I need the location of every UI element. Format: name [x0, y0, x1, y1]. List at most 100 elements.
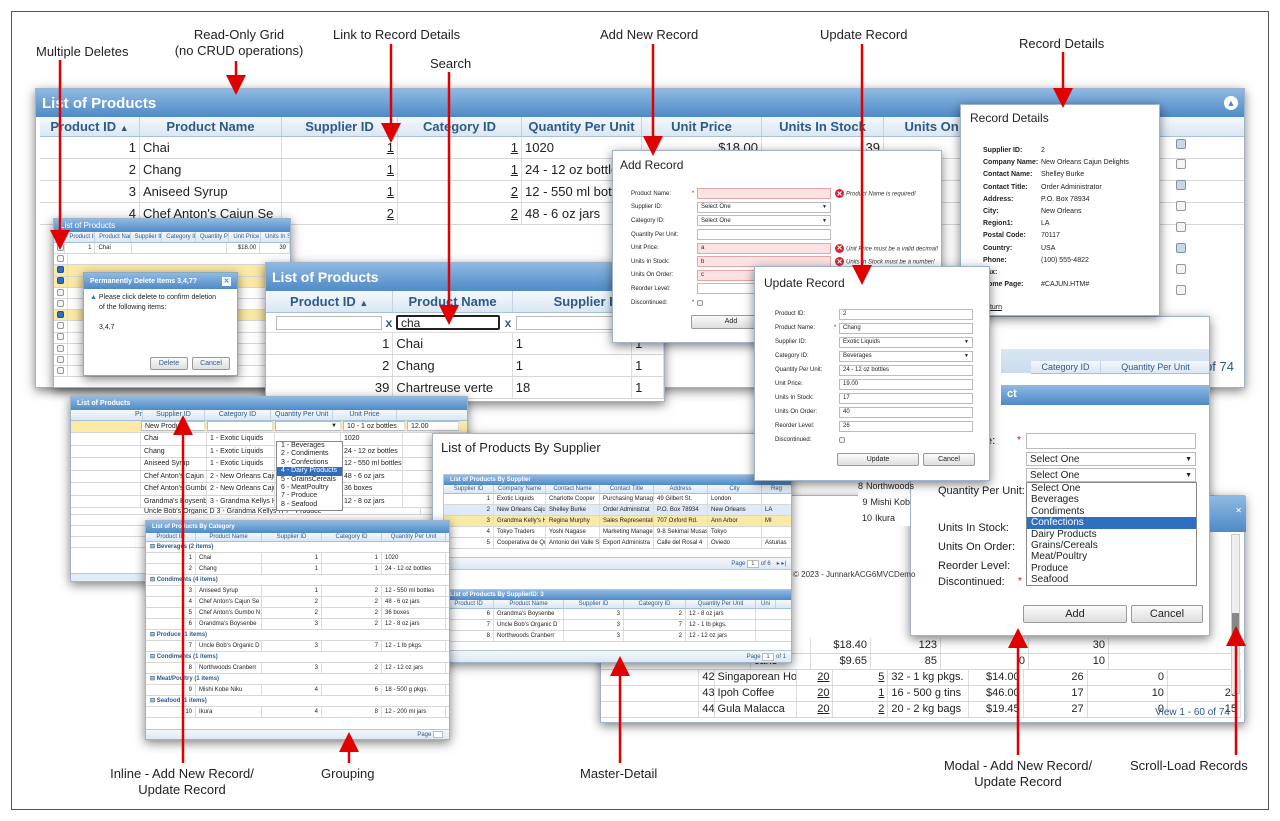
update-field-input[interactable]: 19.00 [839, 378, 973, 390]
master-page-input[interactable]: 1 [747, 559, 760, 568]
row-checkbox[interactable] [57, 255, 64, 263]
close-icon[interactable]: ✕ [222, 276, 231, 286]
col-product-name[interactable]: Product Name [140, 117, 282, 136]
select-all-checkbox[interactable] [58, 232, 65, 240]
update-field-input[interactable]: Chang [839, 322, 973, 334]
listbox-option[interactable]: Grains/Cereals [1031, 540, 1098, 552]
listbox-option[interactable]: 1 - Beverages [281, 442, 325, 449]
listbox-option[interactable]: Beverages [1031, 494, 1079, 506]
listbox-option[interactable]: 3 - Confections [281, 458, 329, 466]
search-col-id[interactable]: Product ID ▲ [266, 291, 394, 312]
listbox-option[interactable]: Condiments [1031, 505, 1085, 517]
update-cancel-button[interactable]: Cancel [923, 453, 975, 466]
update-field-input[interactable]: 26 [839, 420, 973, 432]
group-header[interactable]: ⊟ Beverages (2 items) [146, 542, 449, 553]
clear-filter-id-icon[interactable]: x [385, 315, 393, 330]
listbox-option[interactable]: 7 - Produce [281, 492, 318, 500]
listbox-option[interactable]: 6 - MeatPoultry [281, 484, 329, 492]
search-col-name[interactable]: Product Name [393, 291, 513, 312]
supplier-link[interactable]: 2 [282, 203, 398, 224]
listbox-option[interactable]: Produce [1031, 562, 1069, 574]
listbox-option[interactable]: 2 - Condiments [281, 450, 329, 458]
detail-page-input[interactable]: 1 [762, 652, 775, 661]
supplier-link[interactable]: 1 [282, 137, 398, 158]
listbox-option[interactable]: Meat/Poultry [1031, 551, 1088, 563]
collapse-icon[interactable]: ▲ [1224, 96, 1238, 110]
listbox-option[interactable]: Select One [1031, 483, 1081, 494]
inline-price-input[interactable]: 12.00 [407, 421, 459, 431]
col-quantity[interactable]: Quantity Per Unit [522, 117, 642, 136]
group-header[interactable]: ⊟ Meat/Poultry (1 items) [146, 674, 449, 685]
listbox-option[interactable]: 5 - GrainsCereals [281, 475, 336, 483]
search-input[interactable]: cha [396, 315, 500, 330]
category-link[interactable]: 2 [398, 181, 522, 202]
cancel-button[interactable]: Cancel [192, 357, 230, 370]
add-price-input[interactable]: a [697, 242, 831, 254]
row-checkbox[interactable] [57, 355, 64, 363]
close-icon[interactable]: ✕ [1235, 506, 1242, 515]
listbox-option[interactable]: 8 - Seafood [281, 500, 318, 508]
discontinued-checkbox[interactable] [697, 299, 703, 306]
row-checkbox[interactable] [57, 243, 64, 251]
col-unit-price[interactable]: Unit Price [642, 117, 762, 136]
table-row[interactable] [54, 254, 290, 266]
row-checkbox[interactable] [57, 344, 64, 352]
row-checkbox[interactable] [57, 322, 64, 330]
add-supplier-input[interactable]: Select One▼ [697, 201, 831, 213]
scrollbar-thumb[interactable] [1232, 613, 1239, 637]
group-header[interactable]: ⊟ Condiments (1 items) [146, 652, 449, 663]
delete-button[interactable]: Delete [150, 357, 188, 370]
update-button[interactable]: Update [837, 453, 919, 466]
col-product-id[interactable]: Product ID ▲ [40, 117, 140, 136]
grouping-page-input[interactable] [433, 731, 443, 738]
row-checkbox[interactable] [57, 277, 64, 285]
modal-add-button[interactable]: Add [1023, 605, 1127, 623]
row-checkbox[interactable] [57, 266, 64, 274]
row-checkbox[interactable] [57, 333, 64, 341]
update-field-input[interactable]: 40 [839, 406, 973, 418]
inline-category-select[interactable]: ▼ [275, 421, 341, 431]
inline-name-input[interactable]: New Product [141, 421, 205, 431]
listbox-option[interactable]: Confections [1027, 517, 1196, 529]
update-field-input[interactable]: 17 [839, 392, 973, 404]
update-field-input[interactable]: Beverages▼ [839, 350, 973, 362]
listbox-option[interactable]: 4 - Dairy Products [277, 467, 342, 476]
supplier-link[interactable]: 1 [282, 159, 398, 180]
update-field-input[interactable]: 2 [839, 308, 973, 320]
inline-qpu-input[interactable]: 10 - 1 oz bottles [343, 421, 405, 431]
row-checkbox[interactable] [57, 311, 64, 319]
category-link[interactable]: 1 [398, 137, 522, 158]
inline-supplier-select[interactable] [207, 421, 273, 431]
row-checkbox[interactable] [57, 366, 64, 374]
listbox-option[interactable]: Seafood [1031, 574, 1069, 586]
group-header[interactable]: ⊟ Condiments (4 items) [146, 575, 449, 586]
col-category-id[interactable]: Category ID [398, 117, 522, 136]
